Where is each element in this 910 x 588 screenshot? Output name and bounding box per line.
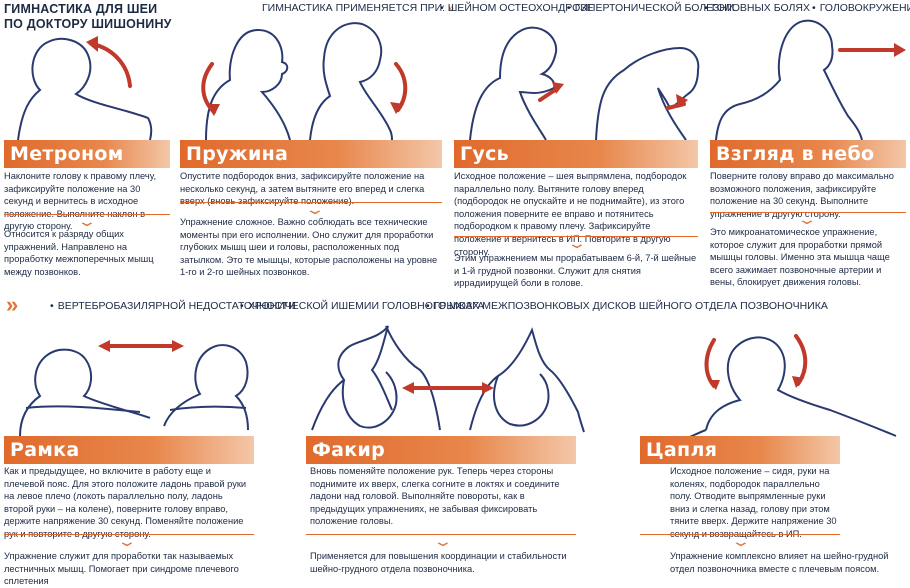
chevron-down-icon: ⌄: [730, 533, 752, 549]
red-arrow-icon: [704, 338, 716, 388]
exercise-description: Наклоните голову к правому плечу, зафикс…: [4, 171, 157, 232]
condition-item: ГИПЕРТОНИЧЕСКОЙ БОЛЕЗНИ: [567, 2, 735, 14]
chevron-down-icon: ⌄: [116, 533, 138, 549]
exercise-description: Поверните голову вправо до максимально в…: [710, 171, 894, 219]
condition-item: ГРЫЖАХ МЕЖПОЗВОНКОВЫХ ДИСКОВ ШЕЙНОГО ОТД…: [426, 300, 828, 312]
exercise-note: Этим упражнением мы прорабатываем 6-й, 7…: [454, 253, 697, 289]
exercise-title: Пружина: [186, 143, 289, 165]
exercise-note: Относится к разряду общих упражнений. На…: [4, 229, 154, 277]
exercise-banner-fakir: Факир: [306, 436, 576, 464]
row2-illustration: [19, 325, 897, 447]
exercise-title: Метроном: [10, 143, 124, 165]
exercise-note: Применяется для повышения координации и …: [310, 551, 567, 574]
exercise-banner-vzglyad: Взгляд в небо: [710, 140, 906, 168]
condition-item: ГОЛОВОКРУЖЕНИЯХ: [812, 2, 910, 14]
exercise-note: Упражнение сложное. Важно соблюдать все …: [180, 217, 438, 278]
divider: [306, 534, 576, 535]
condition-item: ВЕРТЕБРОБАЗИЛЯРНОЙ НЕДОСТАТОЧНОСТИ: [50, 300, 296, 312]
exercise-banner-metronom: Метроном: [4, 140, 170, 168]
page-title: ГИМНАСТИКА ДЛЯ ШЕИ ПО ДОКТОРУ ШИШОНИНУ: [4, 2, 172, 32]
exercise-description: Вновь поменяйте положение рук. Теперь че…: [310, 466, 560, 527]
exercise-description: Исходное положение – шея выпрямлена, под…: [454, 171, 687, 257]
exercise-title: Взгляд в небо: [716, 143, 875, 165]
exercise-banner-pruzhina: Пружина: [180, 140, 442, 168]
chevron-down-icon: ⌄: [796, 211, 818, 227]
exercise-title: Факир: [312, 439, 385, 461]
exercise-title: Цапля: [646, 439, 718, 461]
condition-item: ГОЛОВНЫХ БОЛЯХ: [704, 2, 810, 14]
exercise-note: Упражнение комплексно влияет на шейно-гр…: [670, 551, 889, 574]
page-title-line2: ПО ДОКТОРУ ШИШОНИНУ: [4, 17, 172, 31]
condition-item: ШЕЙНОМ ОСТЕОХОНДРОЗЕ: [440, 2, 594, 14]
exercise-description: Исходное положение – сидя, руки на колен…: [670, 466, 837, 539]
red-arrow-icon: [794, 334, 808, 386]
exercise-banner-caplya: Цапля: [640, 436, 840, 464]
exercise-banner-ramka: Рамка: [4, 436, 254, 464]
exercise-note: Это микроанатомическое упражнение, котор…: [710, 227, 890, 288]
divider: [4, 534, 254, 535]
exercise-description: Как и предыдущее, но включите в работу е…: [4, 466, 247, 539]
exercise-title: Рамка: [10, 439, 80, 461]
divider: [4, 214, 170, 215]
divider: [180, 202, 442, 203]
exercise-title: Гусь: [460, 143, 509, 165]
divider: [710, 212, 906, 213]
double-chevron-icon: »: [6, 292, 19, 317]
chevron-down-icon: ⌄: [304, 201, 326, 217]
chevron-down-icon: ⌄: [566, 235, 588, 251]
chevron-down-icon: ⌄: [76, 213, 98, 229]
divider: [454, 236, 698, 237]
exercise-description: Опустите подбородок вниз, зафиксируйте п…: [180, 171, 425, 206]
metronom-illustration: [17, 19, 906, 141]
chevron-down-icon: ⌄: [432, 533, 454, 549]
divider: [640, 534, 840, 535]
page-title-line1: ГИМНАСТИКА ДЛЯ ШЕИ: [4, 2, 158, 16]
exercise-note: Упражнение служит для проработки так наз…: [4, 551, 239, 587]
exercise-banner-gus: Гусь: [454, 140, 698, 168]
